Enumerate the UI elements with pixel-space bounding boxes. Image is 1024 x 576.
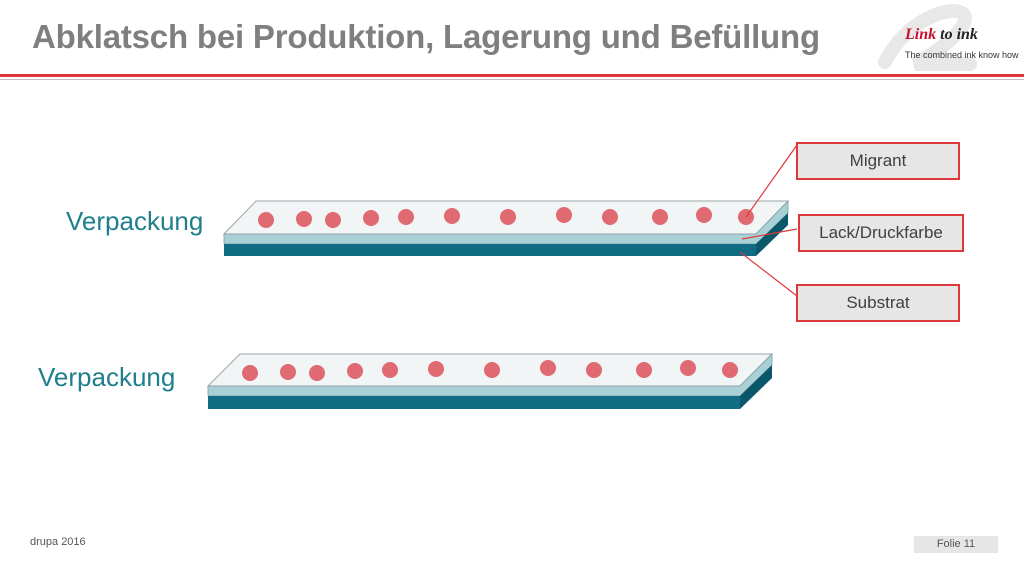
migrant-dot <box>280 364 296 380</box>
bar-top-substrate-side <box>756 213 788 256</box>
migrant-dot <box>382 362 398 378</box>
callout-line-migrant <box>745 144 798 218</box>
migrant-dot <box>586 362 602 378</box>
migrant-dot <box>242 365 258 381</box>
migrant-dot <box>428 361 444 377</box>
footer-event-label: drupa 2016 <box>30 536 86 548</box>
bar-bottom-substrate-front <box>208 396 740 409</box>
migrant-dot <box>602 209 618 225</box>
bar-bottom-migrant-dots <box>242 360 738 381</box>
migrant-dot <box>363 210 379 226</box>
migrant-dot <box>696 207 712 223</box>
label-verpackung-bottom: Verpackung <box>38 362 176 392</box>
migrant-dot <box>398 209 414 225</box>
migrant-dot <box>680 360 696 376</box>
migrant-dot <box>347 363 363 379</box>
migrant-dot <box>325 212 341 228</box>
logo-swoosh-shape <box>878 4 977 71</box>
migrant-dot <box>484 362 500 378</box>
migrant-dot <box>500 209 516 225</box>
logo-to-ink-word: to ink <box>936 26 978 43</box>
migrant-dot <box>636 362 652 378</box>
header-rule-gray <box>0 79 1024 80</box>
logo-text: Link to ink <box>905 26 978 44</box>
logo-link-word: Link <box>905 26 937 43</box>
bar-bottom-substrate-side <box>740 365 772 409</box>
migrant-dot <box>652 209 668 225</box>
label-verpackung-top: Verpackung <box>66 206 204 236</box>
callout-line-lack <box>741 228 798 240</box>
header-rule-red <box>0 74 1024 77</box>
legend-box-substrat: Substrat <box>796 284 960 322</box>
legend-box-lack: Lack/Druckfarbe <box>798 214 964 252</box>
packaging-bar-bottom <box>206 353 774 409</box>
callout-line-substrat <box>739 251 798 297</box>
migrant-dot <box>258 212 274 228</box>
logo-tagline: The combined ink know how <box>905 50 1019 60</box>
footer-slide-number: Folie 11 <box>914 536 998 553</box>
migrant-dot <box>309 365 325 381</box>
migrant-dot <box>540 360 556 376</box>
bar-top-migrant-dots <box>258 207 754 228</box>
packaging-bar-top <box>222 200 790 256</box>
migrant-dot <box>556 207 572 223</box>
bar-top-substrate-front <box>224 244 756 256</box>
page-title: Abklatsch bei Produktion, Lagerung und B… <box>32 18 820 55</box>
logo-graphic <box>878 4 977 71</box>
migrant-dot <box>444 208 460 224</box>
migrant-dot <box>296 211 312 227</box>
migrant-dot <box>722 362 738 378</box>
legend-box-migrant: Migrant <box>796 142 960 180</box>
